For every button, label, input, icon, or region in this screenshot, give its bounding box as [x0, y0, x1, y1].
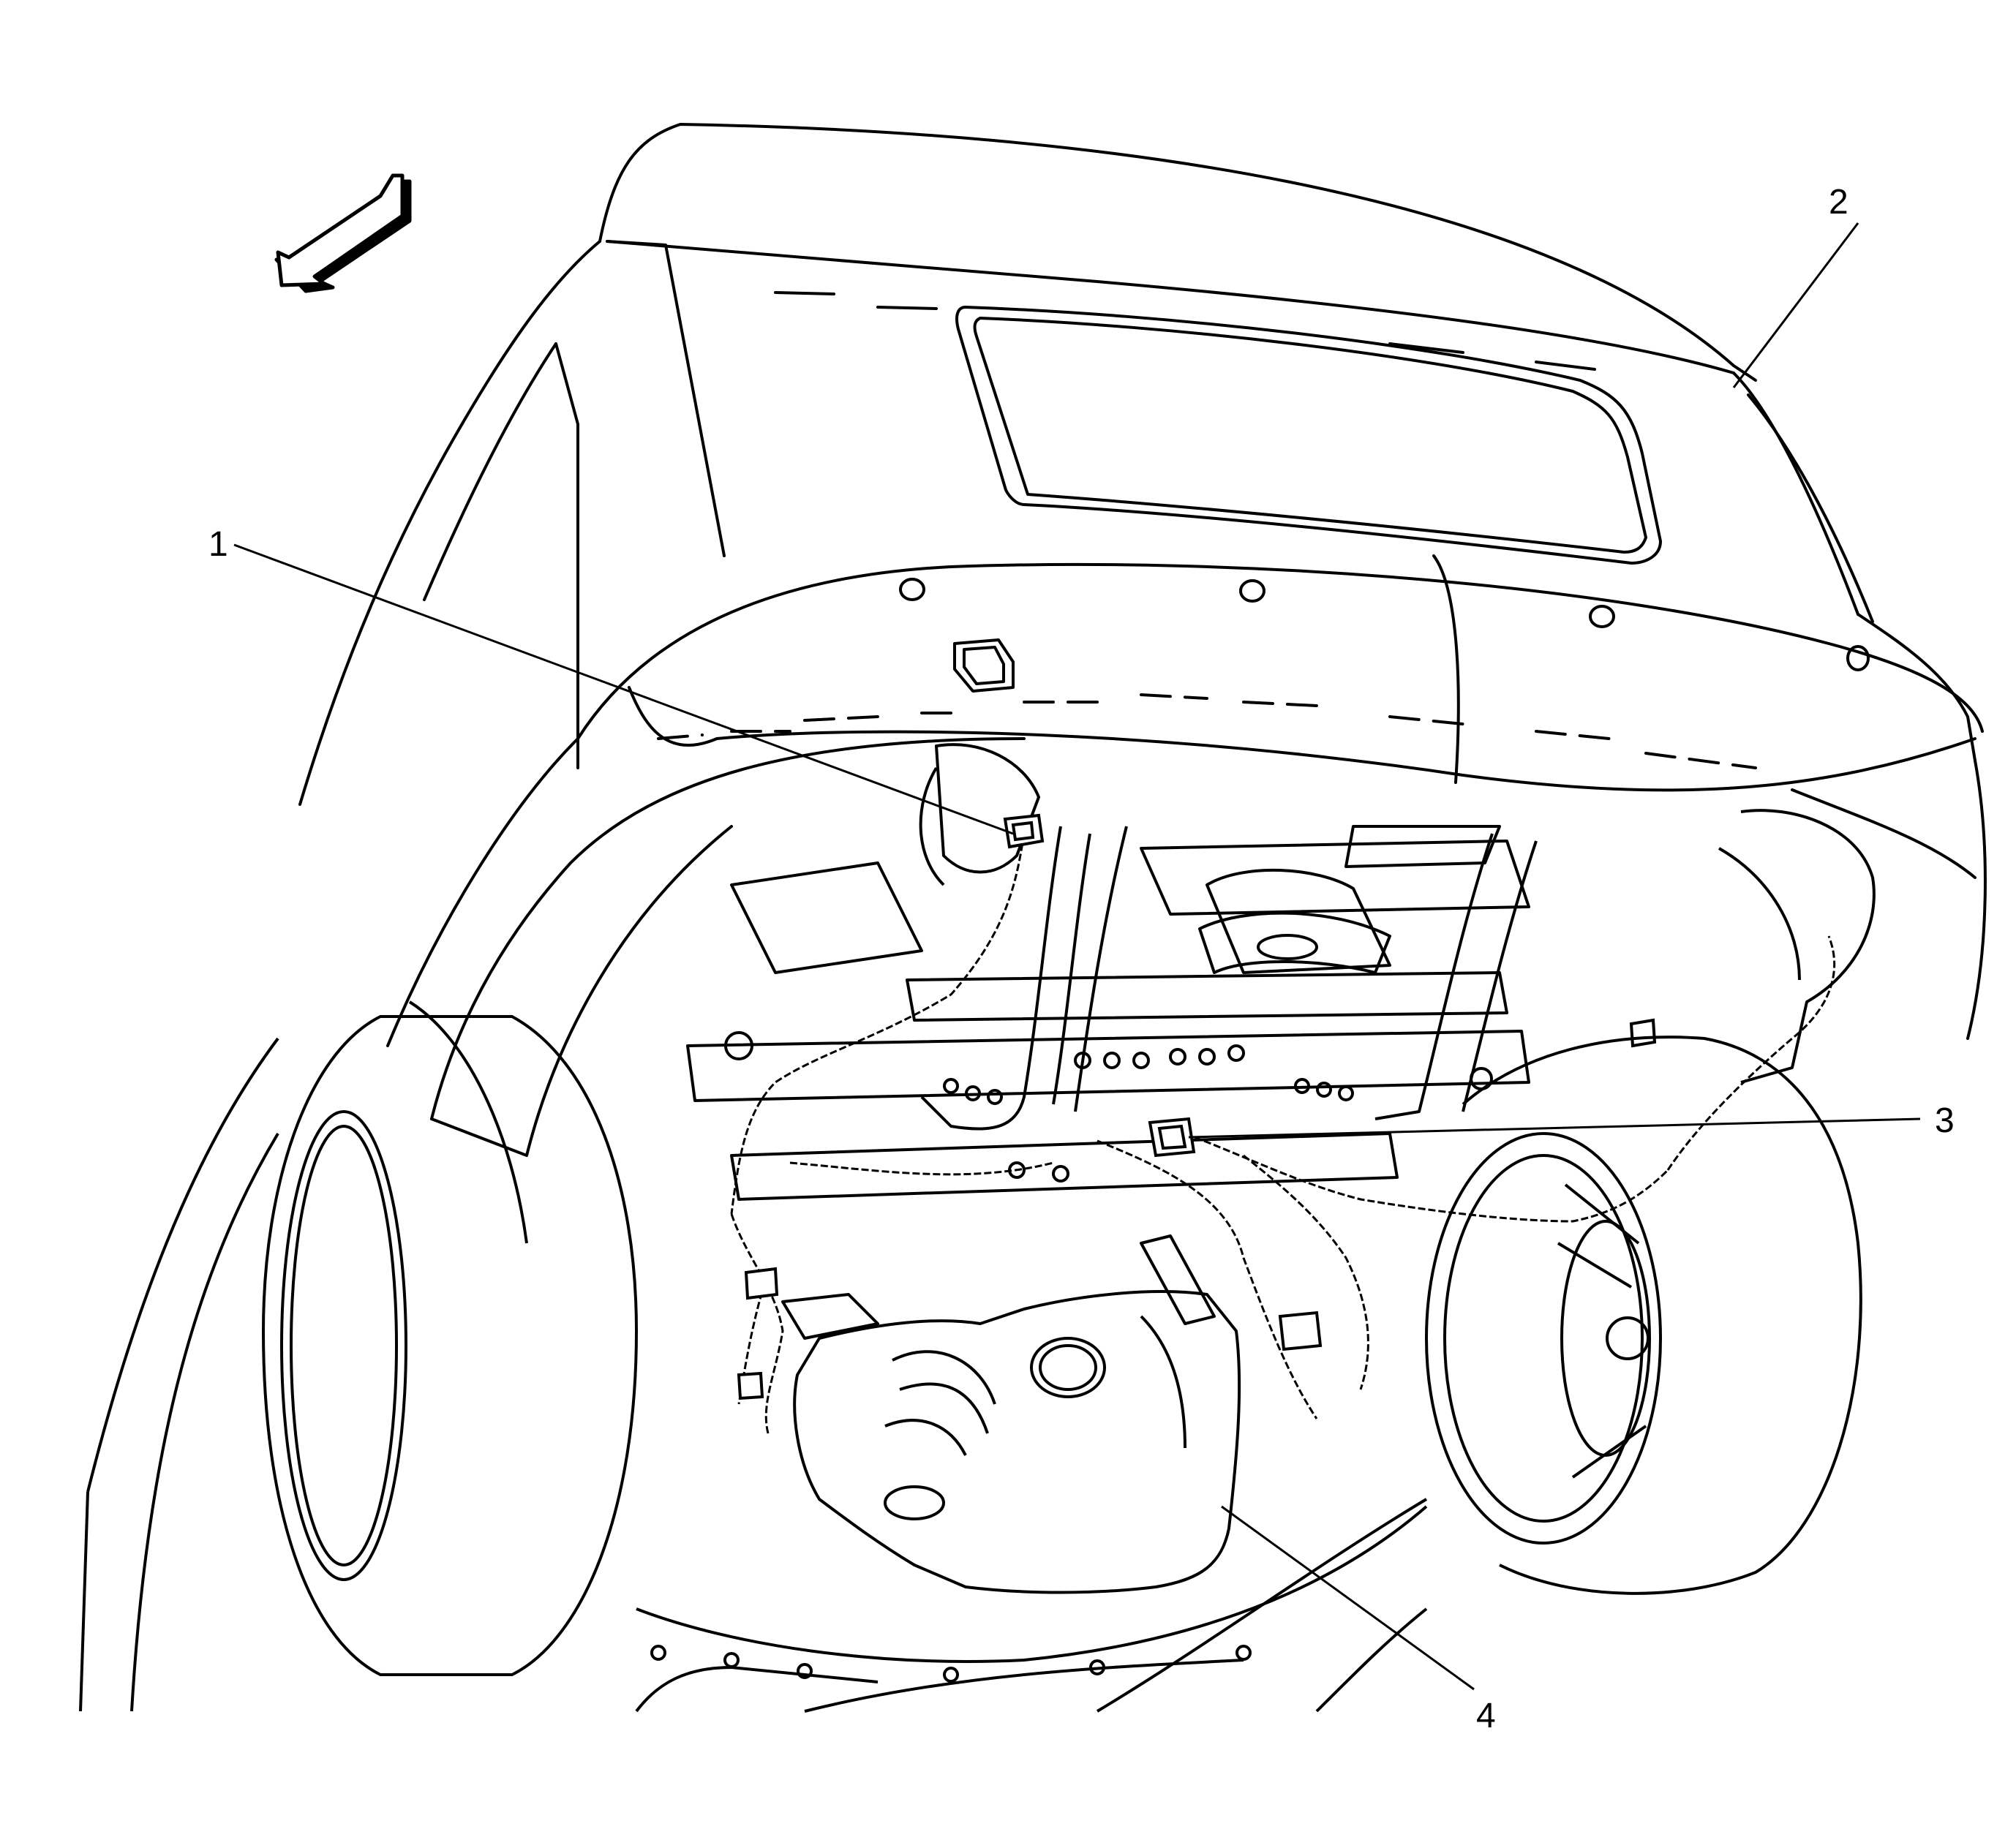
- left-rear-tire: [261, 1000, 639, 1676]
- callout-2: 2: [1829, 183, 1848, 222]
- callout-labels: 1 2 3 4: [208, 183, 1955, 1735]
- leader-lines: [233, 222, 1921, 1691]
- front-direction-arrow-icon: [274, 173, 412, 293]
- leader-line-1: [233, 543, 1014, 835]
- connectors: [737, 813, 1657, 1400]
- right-rear-tire: [1425, 1036, 1862, 1595]
- vehicle-body: [298, 123, 1987, 1157]
- fuel-tank: [781, 1234, 1241, 1594]
- leader-line-3: [1188, 1117, 1921, 1139]
- leader-line-4: [1221, 1505, 1475, 1691]
- underbody-floor: [79, 1037, 1428, 1713]
- callout-4: 4: [1476, 1697, 1496, 1735]
- leader-line-2: [1732, 222, 1859, 388]
- callout-1: 1: [208, 525, 228, 564]
- callout-3: 3: [1935, 1101, 1955, 1140]
